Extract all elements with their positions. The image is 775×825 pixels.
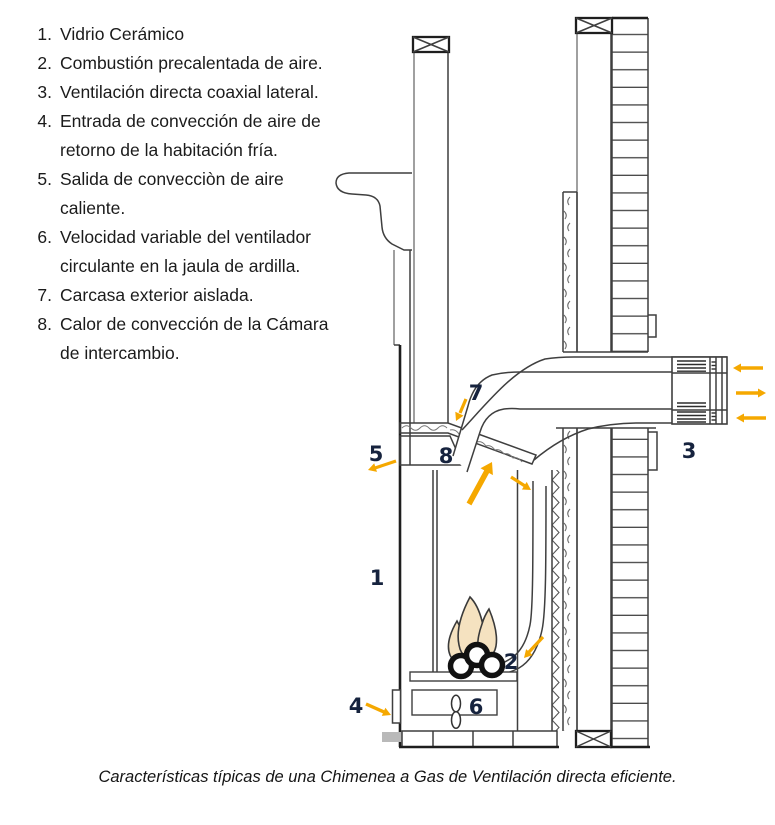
left-flue-pipe	[335, 35, 451, 747]
legend-item-1: 1. Vidrio Cerámico	[26, 20, 328, 49]
legend-item-8: 8. Calor de convección de la Cámara de i…	[26, 310, 328, 368]
callout-3-side-vent: 3	[682, 439, 697, 463]
casing-arrow	[455, 398, 468, 421]
wall-insulation-lower	[563, 430, 577, 731]
pipe-bracket-upper	[648, 314, 657, 338]
exchange-heat-arrow	[466, 462, 493, 506]
legend-number: 1.	[37, 24, 52, 44]
terminal-intake-arrow-bottom	[736, 413, 766, 423]
chimney-chase-upper	[562, 16, 657, 353]
vent-duct-bend	[452, 356, 727, 676]
callout-7-casing: 7	[469, 381, 484, 405]
mantel-corbel	[335, 172, 412, 251]
legend-text: Velocidad variable del ventilador	[60, 227, 311, 247]
cold-air-inlet	[391, 689, 402, 724]
vent-grille	[677, 360, 716, 423]
preheated-air-arrow	[524, 635, 545, 658]
terminal-intake-arrow-top	[733, 363, 763, 373]
legend-number: 4.	[37, 111, 52, 131]
pipe-bracket-lower	[648, 431, 658, 471]
figure-caption: Características típicas de una Chimenea …	[98, 768, 677, 786]
legend-item-3: 3. Ventilación directa coaxial lateral.	[26, 78, 328, 107]
legend-text: Ventilación directa coaxial lateral.	[60, 82, 319, 102]
legend-item-6: 6. Velocidad variable del ventilador cir…	[26, 223, 328, 281]
legend-item-4: 4. Entrada de convección de aire de reto…	[26, 107, 328, 165]
legend-number: 2.	[37, 53, 52, 73]
legend-list: 1. Vidrio Cerámico 2. Combustión precale…	[26, 20, 328, 368]
legend-number: 6.	[37, 227, 52, 247]
callout-4-return-air: 4	[349, 694, 364, 718]
intake-down-arrow	[510, 475, 531, 490]
base-stub	[382, 732, 402, 742]
legend-number: 3.	[37, 82, 52, 102]
legend-text: retorno de la habitación fría.	[60, 140, 278, 160]
callout-8-exchange-chamber: 8	[439, 444, 454, 468]
wall-insulation-upper	[563, 194, 577, 352]
callouts: 1 2 3 4 5 6 7 8	[349, 381, 697, 719]
callout-5-hot-air-out: 5	[369, 442, 384, 466]
airflow-arrows	[365, 363, 766, 716]
room-air-in-arrow	[365, 702, 391, 716]
callout-1-glass: 1	[370, 566, 385, 590]
legend-text: Calor de convección de la Cámara	[60, 314, 329, 334]
legend-text: Vidrio Cerámico	[60, 24, 185, 44]
legend-item-5: 5. Salida de convecciòn de aire caliente…	[26, 165, 328, 223]
hot-air-out-arrow	[368, 459, 397, 472]
legend-number: 8.	[37, 314, 52, 334]
legend-item-7: 7. Carcasa exterior aislada.	[26, 281, 328, 310]
callout-2-preheated-air: 2	[504, 650, 519, 674]
legend-text: Combustión precalentada de aire.	[60, 53, 323, 73]
terminal-exhaust-arrow	[736, 388, 766, 398]
chimney-chase-lower	[551, 427, 658, 749]
brick-column-lower	[612, 428, 648, 747]
gas-logs	[447, 641, 506, 680]
combustion-air-channel	[494, 480, 534, 667]
exhaust-duct-body	[453, 372, 722, 472]
squirrel-cage-fan	[450, 694, 462, 730]
legend-item-2: 2. Combustión precalentada de aire.	[26, 49, 328, 78]
fireplace-base	[401, 730, 558, 748]
callout-6-fan: 6	[469, 695, 484, 719]
legend-text: de intercambio.	[60, 343, 180, 363]
firebox	[409, 470, 519, 731]
coaxial-vent-cap	[671, 356, 728, 425]
legend-number: 5.	[37, 169, 52, 189]
brick-column-upper	[612, 18, 648, 352]
legend-text: circulante en la jaula de ardilla.	[60, 256, 301, 276]
firebox-back-insulation	[552, 470, 563, 731]
legend-text: Entrada de convección de aire de	[60, 111, 321, 131]
legend-text: Salida de convecciòn de aire	[60, 169, 284, 189]
legend-text: caliente.	[60, 198, 126, 218]
blower-compartment	[382, 689, 559, 749]
legend-text: Carcasa exterior aislada.	[60, 285, 254, 305]
legend-number: 7.	[37, 285, 52, 305]
